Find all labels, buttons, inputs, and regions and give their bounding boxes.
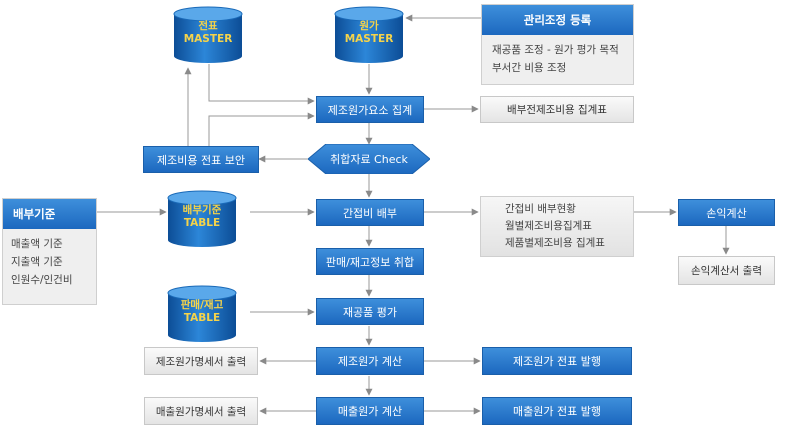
- indirect-cost-status-line: 월별제조비용집계표: [505, 220, 592, 232]
- indirect-cost-status-line: 간접비 배부현황: [505, 203, 576, 215]
- mfg-cost-statement-print: 제조원가명세서 출력: [144, 347, 258, 375]
- sales-cost-voucher-issue: 매출원가 전표 발행: [482, 397, 632, 425]
- allocation-basis-line: 매출액 기준: [11, 238, 63, 250]
- allocation-basis-line: 인원수/인건비: [11, 274, 73, 286]
- indirect-allocation-step: 간접비 배부: [316, 199, 424, 226]
- mfg-cost-voucher-issue: 제조원가 전표 발행: [482, 347, 632, 375]
- pre-allocation-cost-report: 배부전제조비용 집계표: [480, 96, 634, 123]
- allocation-basis-title: 배부기준: [3, 199, 96, 229]
- pl-statement-print: 손익계산서 출력: [678, 256, 775, 285]
- cost-element-aggregate-step: 제조원가요소 집계: [316, 96, 424, 123]
- data-check-decision: 취합자료 Check: [308, 144, 430, 174]
- sales-cost-calc-step: 매출원가 계산: [316, 397, 424, 425]
- indirect-cost-status-line: 제품별제조비용 집계표: [505, 237, 605, 249]
- management-adjustment-line: 재공품 조정 - 원가 평가 목적: [492, 44, 619, 56]
- mfg-cost-calc-step: 제조원가 계산: [316, 347, 424, 375]
- wip-valuation-step: 재공품 평가: [316, 298, 424, 325]
- indirect-cost-status-panel: 간접비 배부현황 월별제조비용집계표 제품별제조비용 집계표: [480, 196, 634, 257]
- allocation-basis-line: 지출액 기준: [11, 256, 63, 268]
- allocation-basis-panel: 배부기준 매출액 기준 지출액 기준 인원수/인건비: [2, 198, 97, 305]
- voucher-correction-step: 제조비용 전표 보안: [143, 146, 259, 173]
- management-adjustment-panel: 관리조정 등록 재공품 조정 - 원가 평가 목적 부서간 비용 조정: [481, 4, 634, 85]
- management-adjustment-line: 부서간 비용 조정: [492, 62, 567, 74]
- sales-inventory-collect-step: 판매/재고정보 취합: [316, 248, 424, 275]
- data-check-label: 취합자료 Check: [330, 153, 408, 166]
- pl-calc-step: 손익계산: [678, 199, 775, 226]
- sales-cost-statement-print: 매출원가명세서 출력: [144, 397, 258, 425]
- management-adjustment-title: 관리조정 등록: [482, 5, 633, 35]
